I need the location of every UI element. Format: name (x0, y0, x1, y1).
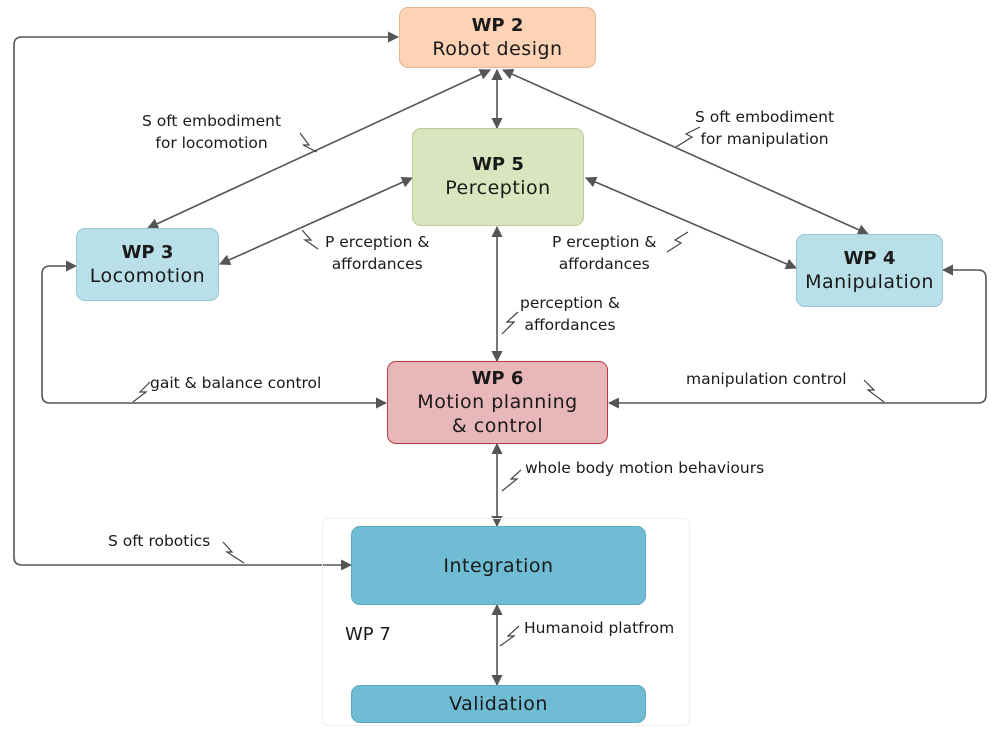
wp4-manipulation-node[interactable]: WP 4 Manipulation (796, 234, 943, 307)
label-gait-balance-control: gait & balance control (150, 374, 322, 392)
label-soft-robotics: S oft robotics (108, 532, 211, 550)
integration-node[interactable]: Integration (351, 526, 646, 605)
label-marker-humanoid (499, 625, 520, 647)
integration-name: Integration (443, 554, 554, 577)
wp4-name: Manipulation (805, 270, 934, 293)
label-perception-affordances-right: P erception & affordances (552, 233, 657, 273)
label-marker-manipulation-control (863, 379, 885, 403)
wp5-code: WP 5 (472, 154, 524, 175)
wp2-code: WP 2 (471, 14, 524, 36)
label-marker-whole-body (501, 469, 522, 492)
wp3-name: Locomotion (89, 264, 206, 287)
label-marker-perception-center (501, 311, 519, 335)
wp3-code: WP 3 (121, 241, 174, 263)
wp6-code: WP 6 (471, 367, 524, 389)
wp7-group-label: WP 7 (345, 624, 391, 645)
wp5-name: Perception (445, 177, 551, 199)
label-marker-soft-manipulation (675, 126, 701, 148)
wp7-group-frame (322, 518, 690, 726)
label-perception-affordances-center: perception & affordances (520, 294, 621, 334)
label-soft-embodiment-manipulation: S oft embodiment for manipulation (695, 108, 835, 148)
wp2-name: Robot design (432, 37, 563, 60)
label-soft-embodiment-locomotion: S oft embodiment for locomotion (142, 112, 282, 152)
edge-wp5-wp4 (584, 176, 798, 270)
wp6-motion-planning-node[interactable]: WP 6 Motion planning & control (387, 361, 608, 444)
edge-wp2-integration (13, 31, 400, 571)
label-manipulation-control: manipulation control (686, 370, 847, 388)
wp3-locomotion-node[interactable]: WP 3 Locomotion (76, 228, 219, 301)
label-marker-gait (132, 381, 151, 403)
label-marker-perception-left (301, 229, 319, 250)
label-marker-perception-right (666, 231, 689, 253)
validation-name: Validation (449, 693, 548, 715)
edge-wp2-wp3 (146, 69, 492, 229)
label-whole-body-motion: whole body motion behaviours (525, 459, 765, 477)
wp2-robot-design-node[interactable]: WP 2 Robot design (399, 7, 596, 68)
edge-wp4-wp6 (607, 264, 987, 409)
validation-node[interactable]: Validation (351, 685, 646, 723)
label-marker-soft-locomotion (299, 132, 318, 153)
wp5-perception-node[interactable]: WP 5 Perception (412, 128, 584, 226)
label-humanoid-platform: Humanoid platfrom (524, 619, 675, 637)
edge-wp3-wp6 (41, 260, 388, 409)
wp6-name: Motion planning & control (417, 390, 578, 437)
wp4-code: WP 4 (843, 247, 896, 269)
label-marker-soft-robotics (222, 541, 245, 564)
edge-wp2-wp4 (501, 69, 870, 235)
label-perception-affordances-left: P erception & affordances (325, 233, 430, 273)
